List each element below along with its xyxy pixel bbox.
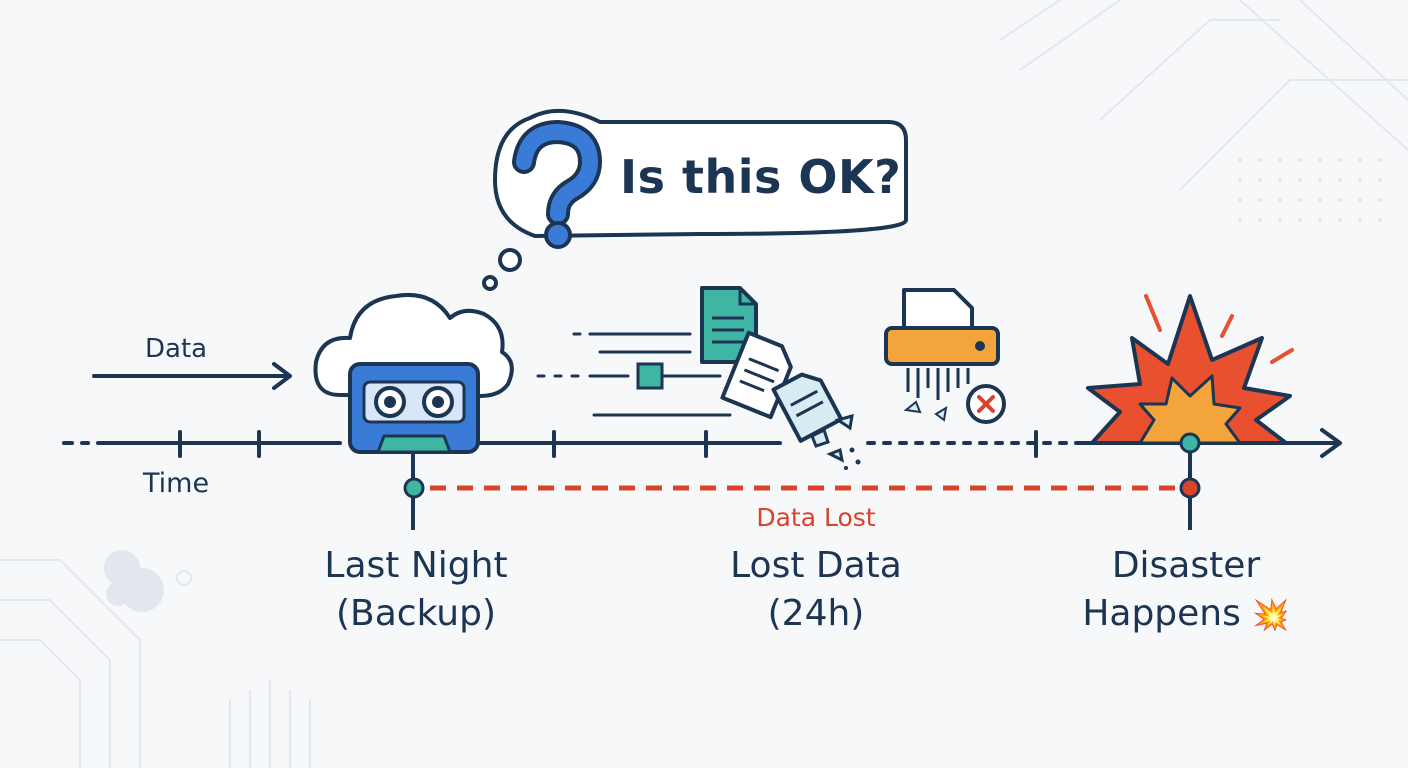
time-axis-label: Time: [143, 468, 210, 499]
data-arrow: [92, 362, 292, 390]
milestone-lost-data: Lost Data (24h): [696, 542, 936, 638]
paper-fragments: [810, 413, 854, 463]
milestone-line2: (Backup): [335, 593, 497, 634]
cassette-tape-icon: [348, 362, 480, 454]
shredder-icon: [884, 288, 1000, 422]
marker-last-night: [403, 452, 425, 530]
question-mark-icon: [512, 119, 603, 249]
speed-lines: [536, 332, 732, 417]
timeline-ticks: [178, 430, 1038, 458]
milestone-line2: Happens: [1082, 593, 1241, 634]
collision-icon: 💥: [1252, 598, 1290, 633]
background-dots: [1238, 158, 1382, 222]
data-lost-label: Data Lost: [756, 503, 876, 532]
bubble-dot-small: [482, 275, 498, 291]
bubble-question: Is this OK?: [620, 150, 902, 204]
milestone-line1: Lost Data: [730, 545, 902, 586]
background-ring: [176, 570, 192, 586]
milestone-line1: Last Night: [324, 545, 508, 586]
data-block-icon: [636, 362, 664, 390]
data-arrow-label: Data: [145, 334, 208, 364]
document-icon: [771, 372, 844, 443]
milestone-line2-row: Happens 💥: [1056, 590, 1316, 640]
bubble-dot-large: [498, 248, 522, 272]
milestone-line1: Disaster: [1111, 545, 1261, 586]
background-blob: [104, 550, 164, 612]
explosion-icon: [1086, 294, 1294, 445]
milestone-last-night: Last Night (Backup): [296, 542, 536, 638]
debris-dots: [844, 447, 861, 470]
error-x-icon: [966, 384, 1006, 424]
marker-disaster: [1179, 432, 1201, 530]
milestone-disaster: Disaster Happens 💥: [1056, 542, 1316, 640]
milestone-line2: (24h): [767, 593, 865, 634]
